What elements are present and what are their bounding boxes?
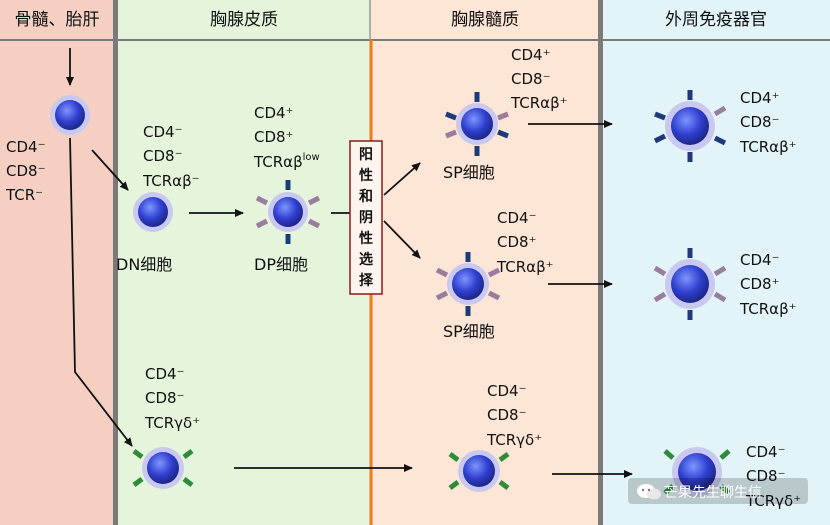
svg-text:TCRαβ⁺: TCRαβ⁺	[739, 138, 797, 156]
svg-text:CD4⁺: CD4⁺	[511, 46, 551, 64]
peripheral-cd4-cell	[653, 90, 727, 162]
svg-text:CD4⁻: CD4⁻	[746, 443, 786, 461]
svg-text:TCR⁻: TCR⁻	[5, 186, 43, 204]
svg-text:TCRαβ⁺: TCRαβ⁺	[510, 94, 568, 112]
gd-cell-cortex	[132, 447, 194, 489]
peripheral-gd-cell	[663, 447, 731, 497]
label-gd-medulla: CD4⁻ CD8⁻ TCRγδ⁺	[486, 382, 542, 449]
selection-label: 阳 性 和 阴 性 选 择	[359, 147, 374, 289]
gd-cell-medulla	[448, 450, 510, 492]
column-divider	[598, 0, 603, 525]
svg-text:TCRγδ⁺: TCRγδ⁺	[144, 414, 200, 432]
svg-text:CD4⁻: CD4⁻	[143, 123, 183, 141]
sp-cell-cd8	[435, 252, 501, 316]
svg-text:CD8⁻: CD8⁻	[143, 147, 183, 165]
header-thymic-cortex: 胸腺皮质	[210, 10, 278, 30]
label-dp: CD4⁺ CD8⁺ TCRαβlow	[253, 104, 320, 171]
svg-text:CD4⁺: CD4⁺	[740, 89, 780, 107]
label-sp-cd4: CD4⁺ CD8⁻ TCRαβ⁺	[510, 46, 568, 112]
svg-text:CD4⁻: CD4⁻	[6, 138, 46, 156]
svg-text:选: 选	[359, 251, 373, 268]
progenitor-cell	[50, 95, 90, 135]
column-bone-marrow	[0, 0, 114, 525]
svg-text:CD4⁻: CD4⁻	[740, 251, 780, 269]
wechat-icon	[637, 484, 661, 500]
arrow	[91, 149, 129, 191]
peripheral-cd8-cell	[653, 248, 727, 320]
arrow	[383, 162, 421, 196]
svg-text:TCRγδ⁺: TCRγδ⁺	[745, 492, 801, 510]
svg-text:TCRαβ⁻: TCRαβ⁻	[142, 172, 200, 190]
arrow	[69, 137, 133, 447]
header-thymic-medulla: 胸腺髓质	[451, 10, 519, 30]
svg-text:性: 性	[359, 167, 373, 184]
svg-text:择: 择	[359, 272, 374, 289]
header-peripheral-organs: 外周免疫器官	[665, 10, 767, 30]
svg-text:CD8⁺: CD8⁺	[497, 233, 537, 251]
label-gd-cortex: CD4⁻ CD8⁻ TCRγδ⁺	[144, 365, 200, 432]
dp-cell	[255, 180, 321, 244]
column-peripheral-organs	[602, 0, 830, 525]
svg-text:TCRγδ⁺: TCRγδ⁺	[486, 431, 542, 449]
svg-text:CD8⁻: CD8⁻	[746, 467, 786, 485]
svg-text:性: 性	[359, 230, 373, 247]
arrow	[383, 220, 421, 259]
column-divider	[113, 0, 118, 525]
column-thymic-cortex	[117, 0, 370, 525]
label-peripheral-cd8: CD4⁻ CD8⁺ TCRαβ⁺	[739, 251, 797, 318]
label-sp-cd8: CD4⁻ CD8⁺ TCRαβ⁺	[496, 209, 554, 276]
svg-text:CD4⁻: CD4⁻	[487, 382, 527, 400]
svg-text:CD4⁺: CD4⁺	[254, 104, 294, 122]
svg-text:CD8⁻: CD8⁻	[6, 162, 46, 180]
cell-name-sp-bottom: SP细胞	[443, 322, 495, 341]
svg-text:阳: 阳	[359, 147, 373, 163]
label-peripheral-cd4: CD4⁺ CD8⁻ TCRαβ⁺	[739, 89, 797, 156]
svg-text:TCRαβlow: TCRαβlow	[253, 152, 320, 171]
svg-text:CD4⁻: CD4⁻	[145, 365, 185, 383]
svg-text:TCRαβ⁺: TCRαβ⁺	[739, 300, 797, 318]
svg-text:CD8⁻: CD8⁻	[511, 70, 551, 88]
cell-name-dn: DN细胞	[116, 255, 172, 274]
svg-text:阴: 阴	[359, 210, 373, 226]
svg-text:和: 和	[359, 189, 373, 205]
selection-box	[349, 140, 383, 295]
label-peripheral-gd: CD4⁻ CD8⁻ TCRγδ⁺	[745, 443, 801, 510]
watermark: 芒果先生聊生信	[628, 478, 808, 504]
cell-name-dp: DP细胞	[254, 255, 308, 274]
svg-text:CD8⁺: CD8⁺	[740, 275, 780, 293]
watermark-text: 芒果先生聊生信	[664, 485, 762, 501]
svg-text:CD8⁻: CD8⁻	[740, 113, 780, 131]
svg-text:CD8⁻: CD8⁻	[487, 406, 527, 424]
svg-text:CD8⁻: CD8⁻	[145, 389, 185, 407]
label-dn: CD4⁻ CD8⁻ TCRαβ⁻	[142, 123, 200, 190]
column-thymic-medulla	[370, 0, 600, 525]
sp-cell-cd4	[445, 92, 509, 156]
svg-text:TCRαβ⁺: TCRαβ⁺	[496, 258, 554, 276]
svg-text:CD4⁻: CD4⁻	[497, 209, 537, 227]
cell-name-sp-top: SP细胞	[443, 163, 495, 182]
label-bone-marrow: CD4⁻ CD8⁻ TCR⁻	[5, 138, 46, 204]
header-bone-marrow: 骨髓、胎肝	[15, 10, 100, 30]
dn-cell	[133, 192, 173, 232]
svg-text:CD8⁺: CD8⁺	[254, 128, 294, 146]
